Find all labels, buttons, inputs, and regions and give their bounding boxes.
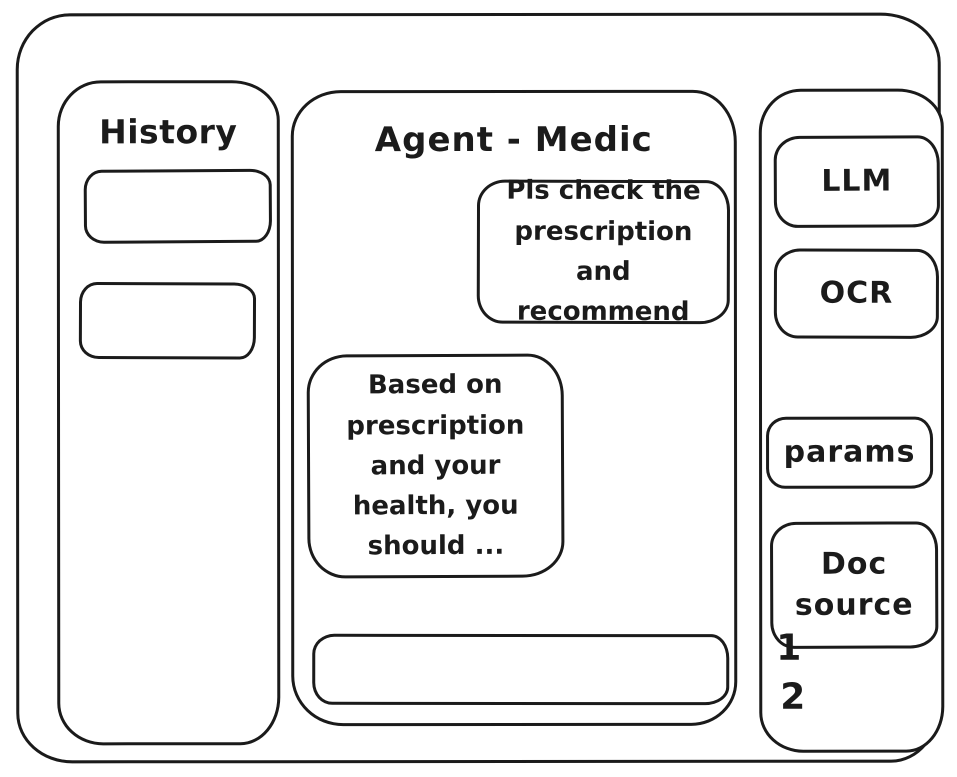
history-panel: History xyxy=(56,80,281,746)
doc-source-item-1[interactable]: 1 xyxy=(776,627,802,669)
user-message-bubble: Pls check the prescription and recommend xyxy=(476,176,731,327)
history-item[interactable] xyxy=(83,168,273,244)
chat-panel-title: Agent - Medic xyxy=(374,119,653,161)
llm-button[interactable]: LLM xyxy=(773,135,941,229)
chat-input[interactable] xyxy=(312,633,730,706)
app-window-frame: History Agent - Medic Pls check the pres… xyxy=(15,12,945,764)
params-button[interactable]: params xyxy=(766,416,934,489)
ocr-button[interactable]: OCR xyxy=(773,248,940,339)
chat-panel: Agent - Medic Pls check the prescription… xyxy=(290,89,738,727)
assistant-message-bubble: Based on prescription and your health, y… xyxy=(306,353,565,579)
history-item[interactable] xyxy=(78,281,257,360)
doc-source-item-2[interactable]: 2 xyxy=(780,676,806,718)
history-panel-title: History xyxy=(99,112,238,152)
tools-panel: LLM OCR params Doc source 1 2 xyxy=(758,88,945,753)
